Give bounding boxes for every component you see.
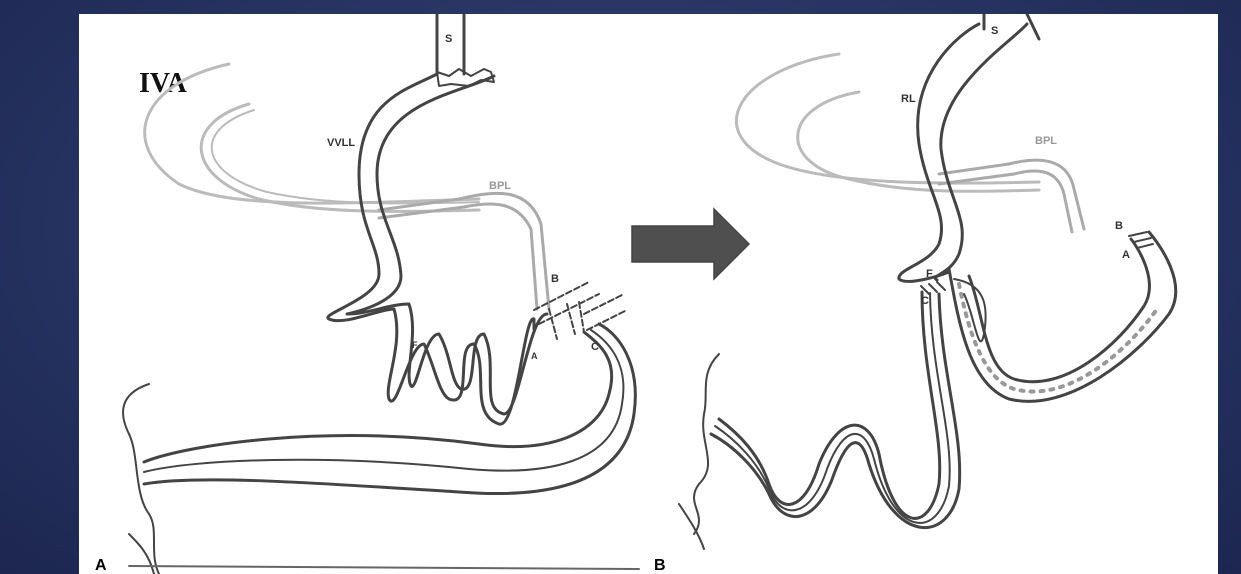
right-arrow-icon <box>632 209 749 279</box>
body-outline <box>123 384 159 574</box>
label-b-a: A <box>1122 249 1130 261</box>
label-a-c: C <box>591 341 599 353</box>
panel-a-letter: A <box>95 557 107 574</box>
vessel-arc-inner <box>201 104 479 211</box>
panel-b-letter: B <box>654 557 666 574</box>
panel-a-baseline <box>129 566 639 569</box>
common-channel-mid <box>715 293 950 523</box>
label-a-a: A <box>531 351 538 361</box>
b-anastomosis-f <box>921 282 945 294</box>
b-bpl-limb-inner <box>939 171 1072 232</box>
label-b-s: S <box>991 25 998 37</box>
rl-limb-inner <box>935 24 1027 280</box>
label-b-bpl: BPL <box>1035 135 1057 147</box>
b-body-outline-2 <box>679 504 704 549</box>
vessel-arc-inner-2 <box>212 110 479 203</box>
label-b-b: B <box>1115 220 1123 232</box>
lower-loop-outer <box>144 332 612 462</box>
label-b-c: C <box>921 295 929 307</box>
rl-limb-outer <box>899 24 979 281</box>
label-b-f: F <box>926 268 933 280</box>
vessel-arc-outer <box>145 64 479 203</box>
label-a-bpl: BPL <box>489 180 511 192</box>
bpl-limb-inner <box>379 204 537 309</box>
pouch-staple-line <box>959 284 1157 392</box>
figure-panel: IVA S VVLL BPL B F A C A <box>79 14 1218 574</box>
surgical-diagram: IVA S VVLL BPL B F A C A <box>79 14 1218 574</box>
label-vvll: VVLL <box>327 137 355 149</box>
vvll-limb-inner <box>347 76 547 414</box>
label-rl: RL <box>901 93 916 105</box>
body-outline-2 <box>129 534 154 574</box>
panel-b-drawing <box>679 14 1176 549</box>
lower-loop-mid <box>144 330 623 472</box>
label-a-s: S <box>445 33 452 45</box>
label-a-b: B <box>551 273 559 285</box>
b-vessel-arc-outer <box>736 54 1039 183</box>
lower-loop-inner <box>144 324 635 494</box>
vvll-limb-outer <box>328 74 534 424</box>
b-body-outline <box>694 354 719 534</box>
panel-a-drawing: IVA <box>123 14 639 574</box>
label-a-f: F <box>412 340 418 350</box>
